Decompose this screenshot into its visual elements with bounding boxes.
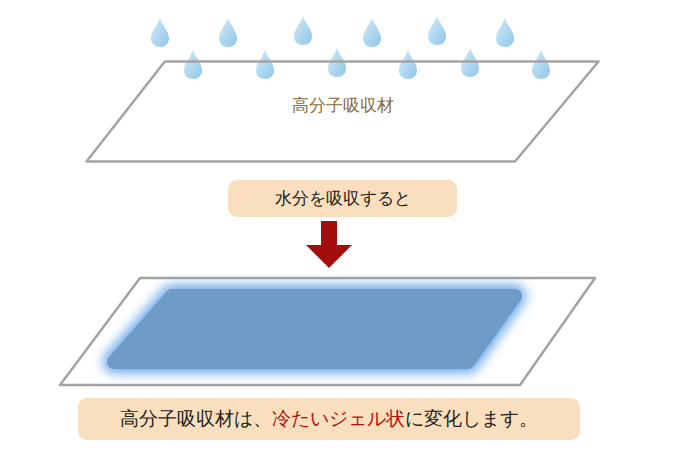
- material-label: 高分子吸収材: [292, 95, 394, 115]
- water-drop: [219, 18, 237, 47]
- step-label: 水分を吸収すると: [275, 188, 411, 208]
- water-drop: [399, 50, 417, 79]
- text-line: 高分子吸収材: [292, 94, 394, 117]
- water-drop: [428, 16, 446, 45]
- water-drop: [151, 18, 169, 47]
- water-drop: [256, 50, 274, 79]
- water-drop: [184, 50, 202, 79]
- water-drop: [294, 16, 312, 45]
- sheet-border: [87, 62, 599, 162]
- gel-body: [114, 296, 515, 362]
- text-holder: 高分子吸収材: [85, 60, 600, 163]
- result-text: に変化します。: [405, 407, 538, 429]
- water-drop: [363, 18, 381, 47]
- result-pill: 高分子吸収材は、冷たいジェル状に変化します。: [78, 398, 580, 440]
- step-pill: 水分を吸収すると: [228, 180, 457, 217]
- text-holder: 水分を吸収すると: [228, 180, 457, 217]
- arrow-head: [306, 245, 352, 268]
- arrow-shaft: [321, 221, 337, 246]
- text-holder: 高分子吸収材は、冷たいジェル状に変化します。: [78, 398, 580, 440]
- sheet-outline: [60, 278, 595, 385]
- text-line: 高分子吸収材は、冷たいジェル状に変化します。: [120, 406, 538, 432]
- water-drop: [496, 18, 514, 47]
- water-drop: [532, 50, 550, 79]
- gel-sheet: [60, 278, 595, 385]
- highlight-text: 冷たいジェル状: [272, 407, 405, 429]
- water-drops: [151, 16, 550, 79]
- gel-glow: [114, 296, 515, 362]
- result-text: 高分子吸収材は、: [120, 407, 272, 429]
- absorber-sheet: 高分子吸収材: [85, 60, 600, 163]
- down-arrow: [306, 221, 352, 268]
- text-line: 水分を吸収すると: [275, 187, 411, 210]
